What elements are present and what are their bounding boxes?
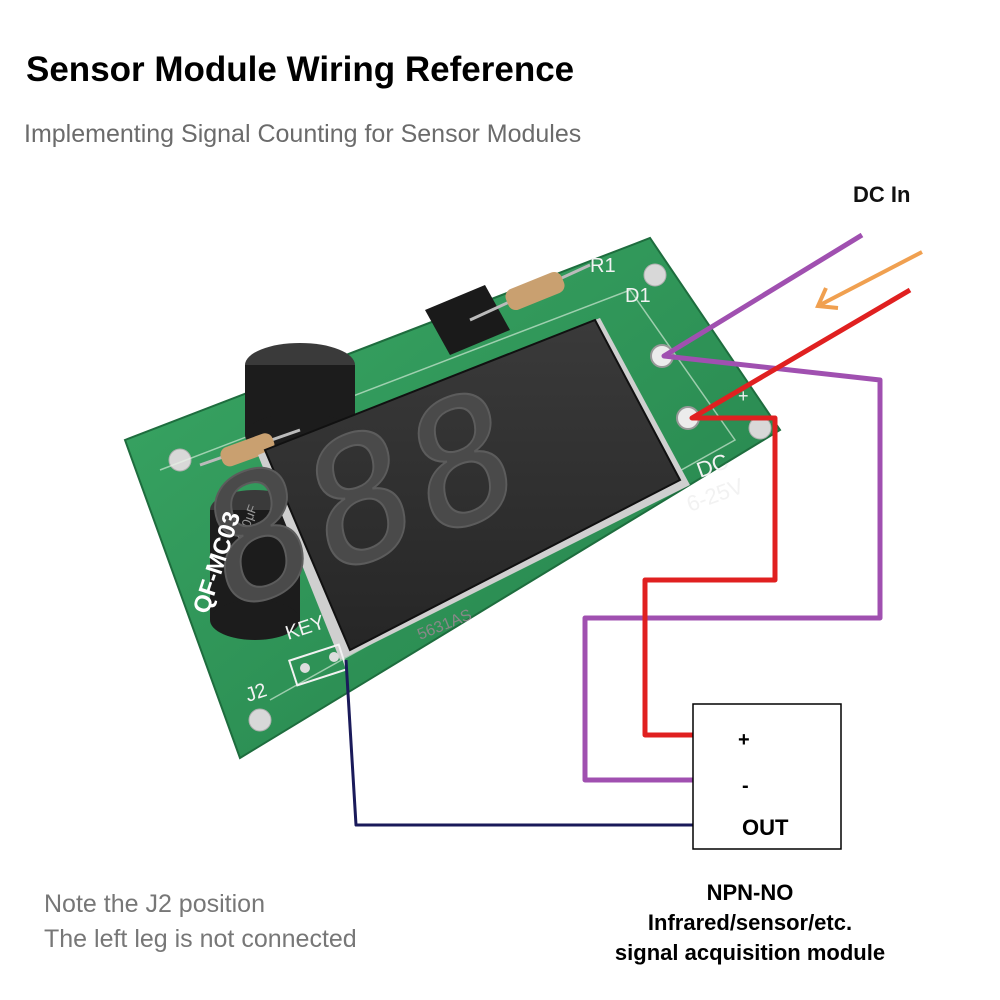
mounting-hole xyxy=(168,448,192,472)
wire-positive xyxy=(642,287,912,738)
label-r1: R1 xyxy=(590,255,616,277)
page-subtitle: Implementing Signal Counting for Sensor … xyxy=(24,120,582,148)
note-j2-position: Note the J2 position xyxy=(44,890,265,918)
pin-out-label: OUT xyxy=(742,815,789,840)
capacitor-top xyxy=(245,343,355,457)
transistor xyxy=(425,285,510,355)
resistor-bottom xyxy=(199,428,301,467)
pin-minus-label: - xyxy=(742,775,749,797)
sensor-module-box xyxy=(692,703,842,850)
pin-plus-label: + xyxy=(738,729,750,751)
arrow-icon xyxy=(815,250,923,310)
mounting-hole xyxy=(248,708,272,732)
module-type-label: NPN-NO xyxy=(706,880,794,905)
j2-connector xyxy=(287,643,349,687)
label-plus-terminal: + xyxy=(738,386,749,406)
led-display: 888 5631AS xyxy=(189,318,690,660)
module-desc-label: Infrared/sensor/etc. xyxy=(647,910,853,935)
module-desc-label-2: signal acquisition module xyxy=(614,940,886,965)
note-left-leg: The left leg is not connected xyxy=(44,925,357,953)
capacitor-left: 50V 10μF xyxy=(210,490,300,640)
label-d1: D1 xyxy=(625,285,651,307)
mounting-hole xyxy=(643,263,667,287)
wire-negative xyxy=(582,232,883,783)
dc-in-label: DC In xyxy=(853,182,911,207)
wire-signal xyxy=(344,659,718,827)
page-title: Sensor Module Wiring Reference xyxy=(26,50,575,89)
j2-pin-left xyxy=(300,663,310,673)
resistor-r1 xyxy=(469,263,591,322)
j2-pin-right xyxy=(329,652,339,662)
